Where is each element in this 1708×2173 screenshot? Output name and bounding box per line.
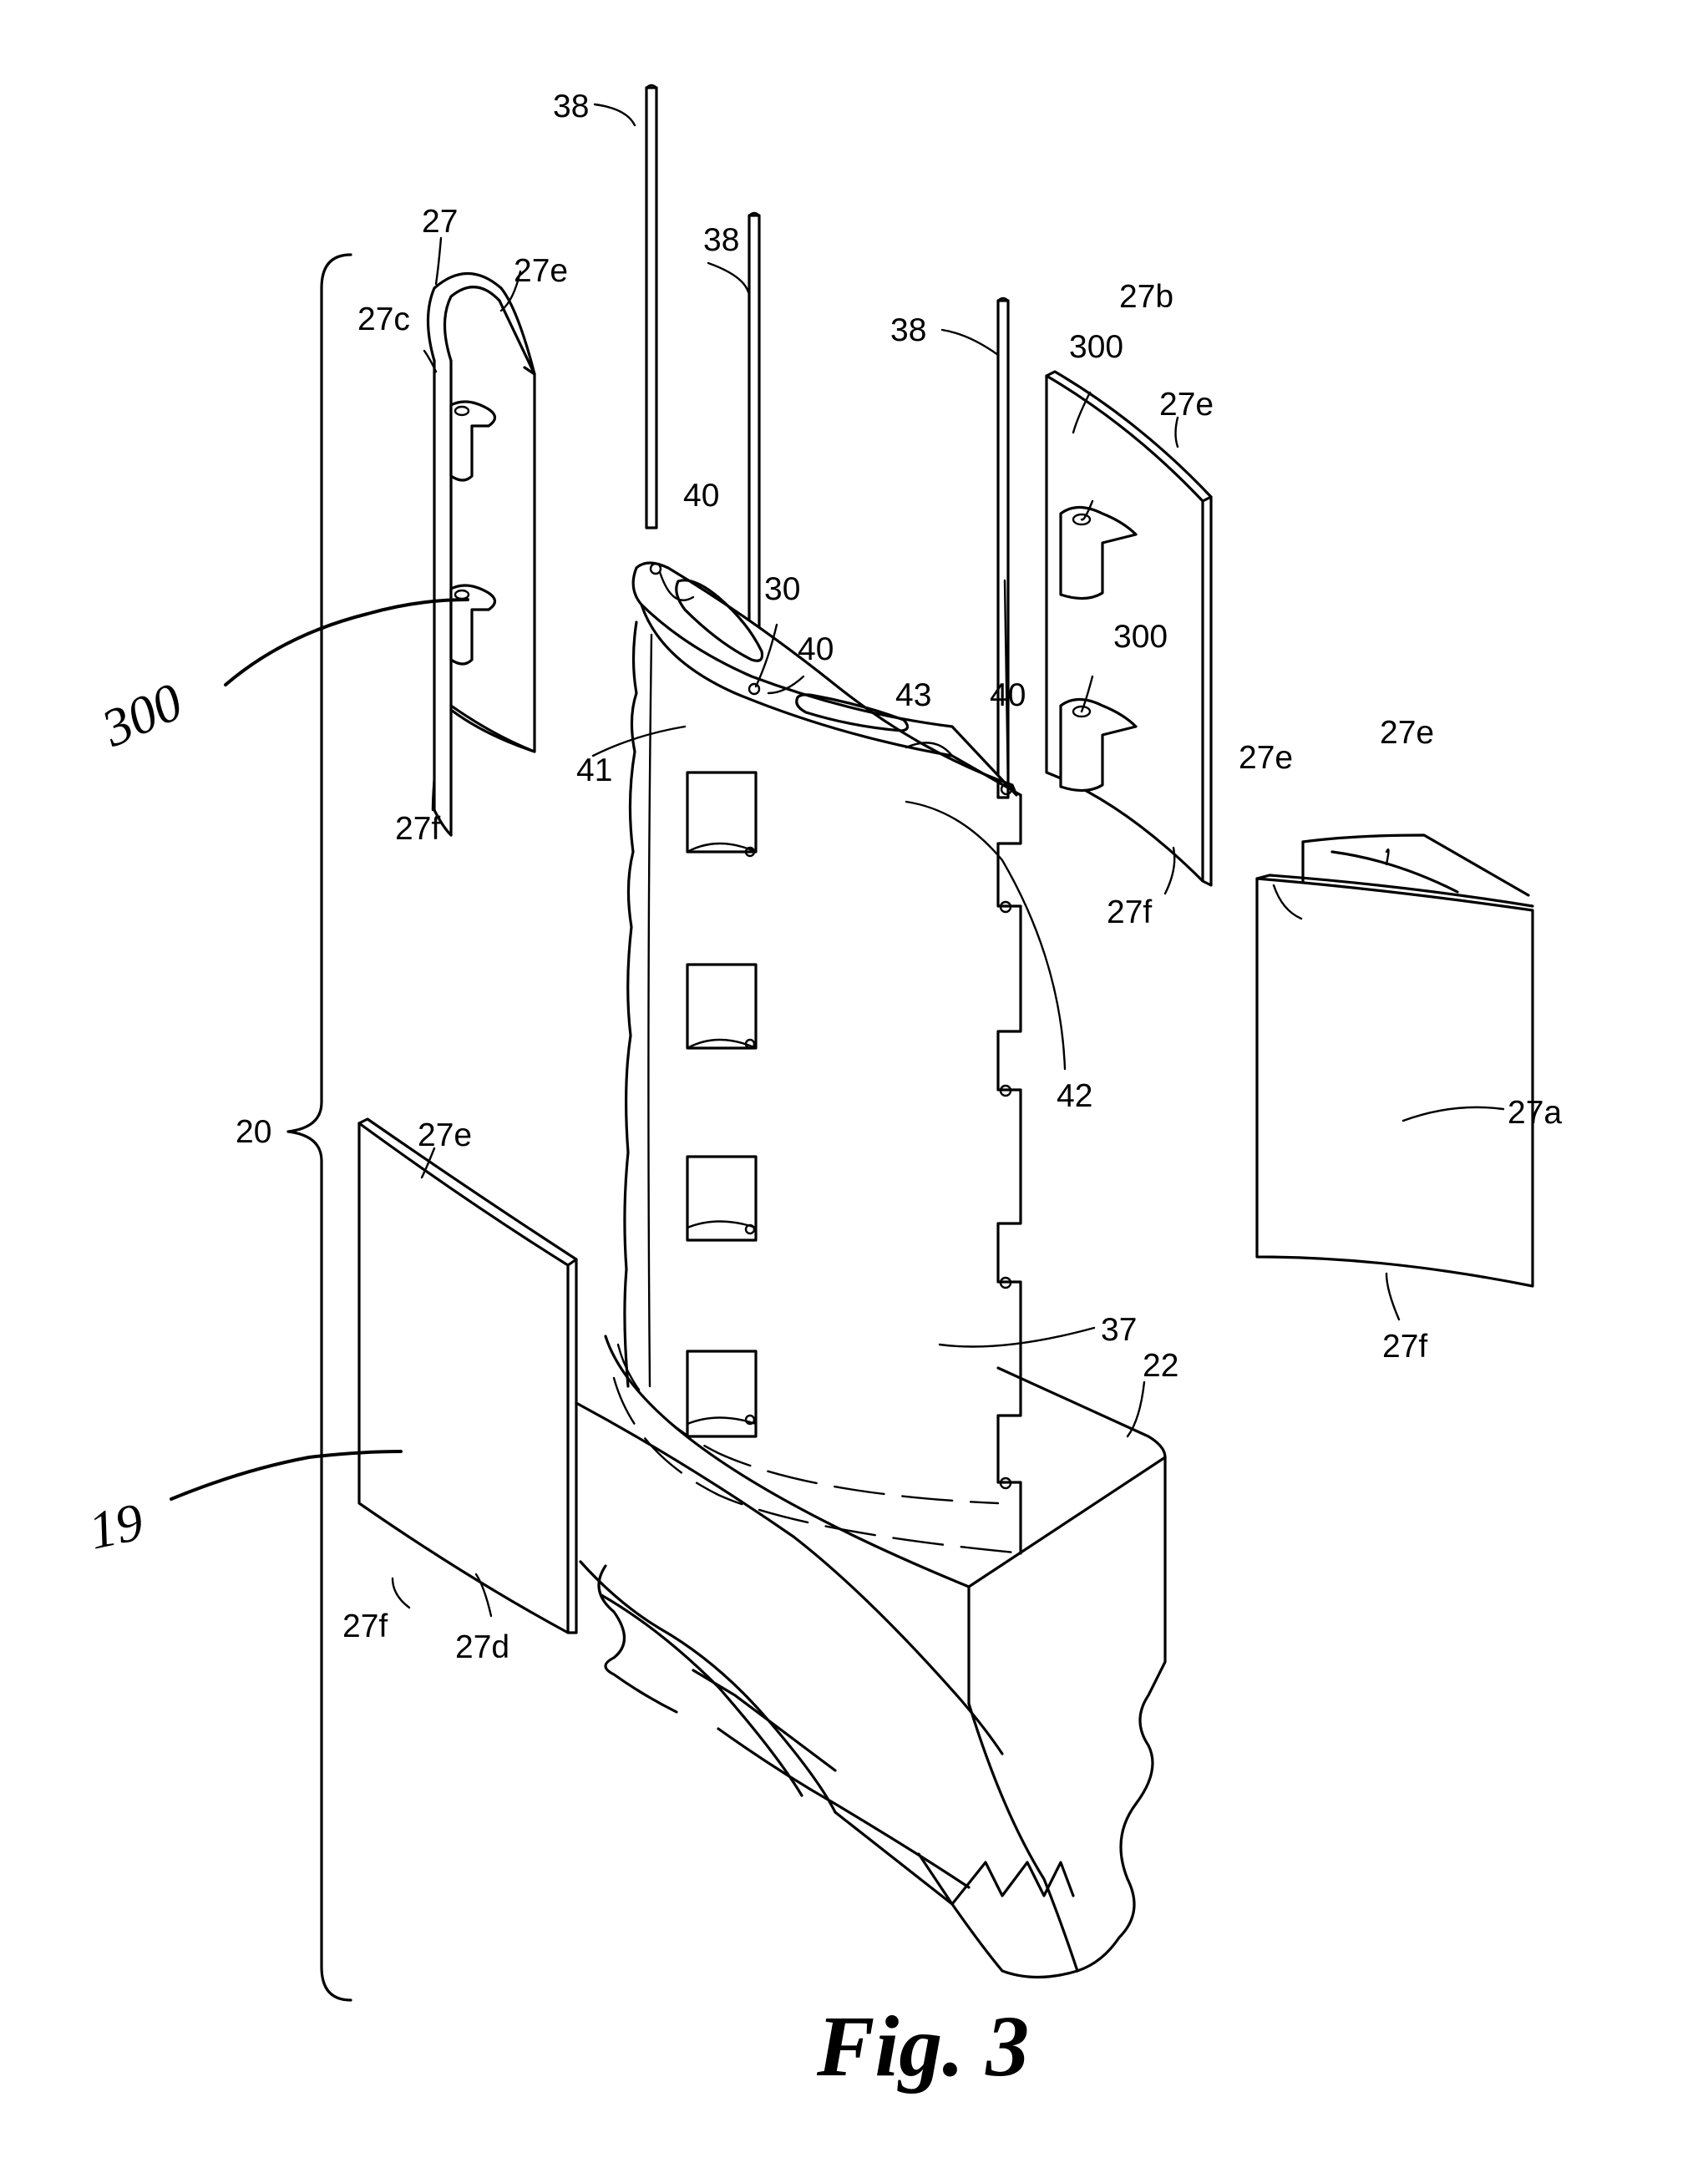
spar-window	[687, 1157, 756, 1240]
label-27d: 27d	[455, 1629, 509, 1665]
pin-38-left	[646, 85, 656, 528]
label-27c: 27c	[357, 301, 410, 337]
label-37: 37	[1101, 1312, 1137, 1348]
spar-window	[687, 965, 756, 1048]
label-27a: 27a	[1508, 1095, 1562, 1131]
label-300: 300	[1113, 619, 1168, 655]
label-19-handwritten: 19	[84, 1492, 148, 1561]
label-27f: 27f	[395, 811, 440, 847]
cover-sheet-27d	[359, 1119, 576, 1633]
label-38: 38	[703, 222, 739, 258]
label-27b: 27b	[1119, 279, 1173, 315]
label-27e: 27e	[1159, 387, 1214, 423]
label-27e: 27e	[1380, 715, 1434, 751]
figure-caption: Fig. 3	[816, 1998, 1029, 2094]
label-27f: 27f	[1107, 894, 1152, 930]
label-27e: 27e	[418, 1117, 472, 1153]
cover-sheet-27	[428, 274, 535, 836]
label-300-handwritten: 300	[93, 671, 190, 758]
label-43: 43	[895, 677, 931, 713]
spar-window	[687, 1351, 756, 1436]
label-30: 30	[764, 571, 800, 607]
label-27f: 27f	[1382, 1329, 1427, 1365]
label-40: 40	[990, 677, 1026, 713]
label-20: 20	[236, 1114, 271, 1150]
label-38: 38	[890, 312, 926, 348]
label-40: 40	[683, 478, 719, 514]
label-27e: 27e	[514, 253, 568, 289]
platform-22	[576, 1336, 1165, 1978]
label-27: 27	[422, 204, 458, 240]
spar-window	[687, 772, 756, 856]
label-27f: 27f	[342, 1608, 388, 1644]
label-41: 41	[576, 752, 612, 788]
label-38: 38	[553, 89, 589, 124]
leader-300-handwritten	[226, 600, 468, 685]
label-27e: 27e	[1239, 740, 1293, 776]
pin-38-middle	[749, 213, 759, 656]
bracket-20	[288, 255, 351, 2000]
label-300: 300	[1069, 329, 1123, 365]
label-42: 42	[1057, 1078, 1092, 1114]
cover-sheet-27a	[1257, 835, 1533, 1286]
label-40: 40	[798, 631, 834, 667]
label-22: 22	[1143, 1348, 1178, 1384]
